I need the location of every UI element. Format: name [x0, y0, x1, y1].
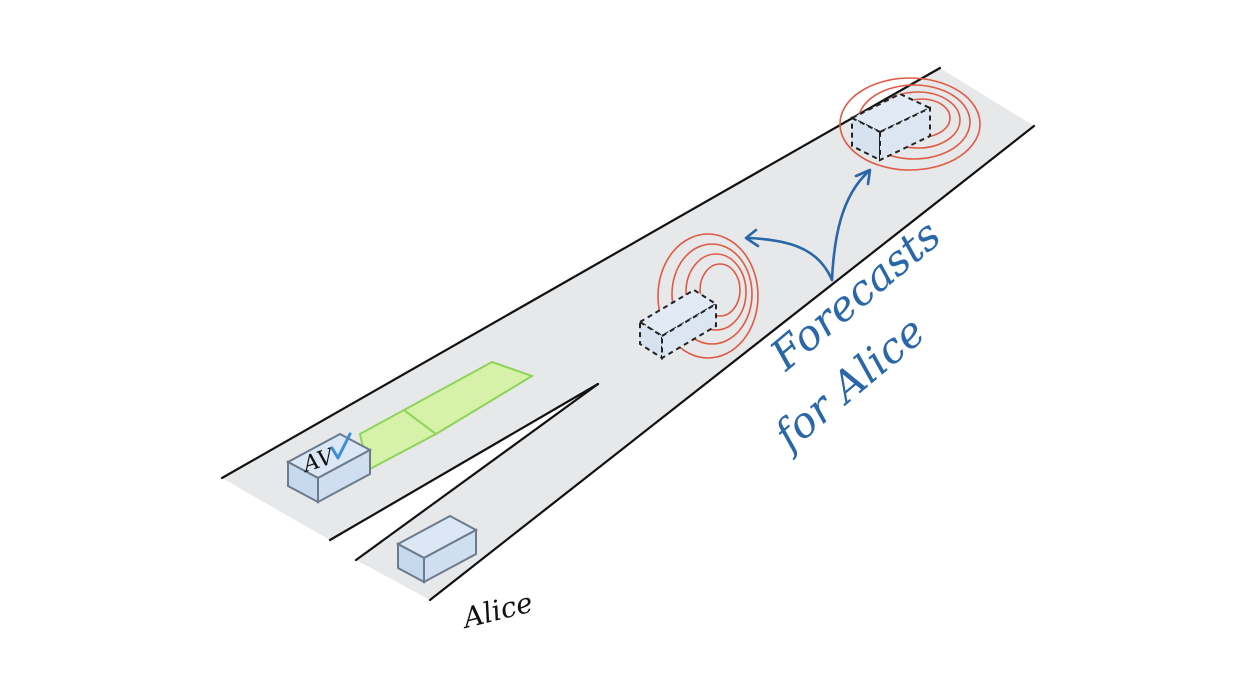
forecast-ring: [685, 253, 747, 331]
road-edge-left: [220, 66, 942, 480]
planned-path-segment: [402, 360, 535, 436]
annotation-arrows: [744, 168, 872, 282]
ghost-car-side: [851, 116, 881, 162]
forecast-ring: [699, 263, 741, 317]
forecast-target-right: [839, 77, 981, 171]
forecast-rings: [657, 233, 759, 359]
forecast-ring: [657, 233, 759, 359]
ghost-car-top: [638, 288, 718, 338]
arrow-head-left: [744, 228, 760, 248]
alice-label: Alice: [457, 586, 536, 636]
forecast-target-left: [638, 233, 759, 360]
arrow-to-left-forecast: [746, 236, 834, 282]
av-vehicle: AV: [285, 432, 373, 504]
alice-car-front: [423, 528, 477, 584]
checkmark-icon: [330, 432, 352, 460]
median-edge-lower: [354, 382, 600, 562]
road-edge-right: [428, 124, 1036, 602]
av-car-front: [317, 448, 371, 504]
forecast-ring: [671, 243, 753, 345]
alice-vehicle: [395, 514, 479, 584]
arrow-head-right: [854, 168, 872, 186]
road-surface: [222, 68, 1034, 600]
arrow-to-right-forecast: [830, 170, 870, 282]
planned-path: [358, 360, 535, 472]
median-edge-upper: [328, 382, 600, 542]
ghost-car-top: [849, 92, 933, 134]
ghost-car-front: [661, 302, 717, 360]
forecast-ring: [839, 77, 981, 171]
road-edges: [220, 66, 1036, 602]
ghost-car-front: [879, 106, 931, 162]
